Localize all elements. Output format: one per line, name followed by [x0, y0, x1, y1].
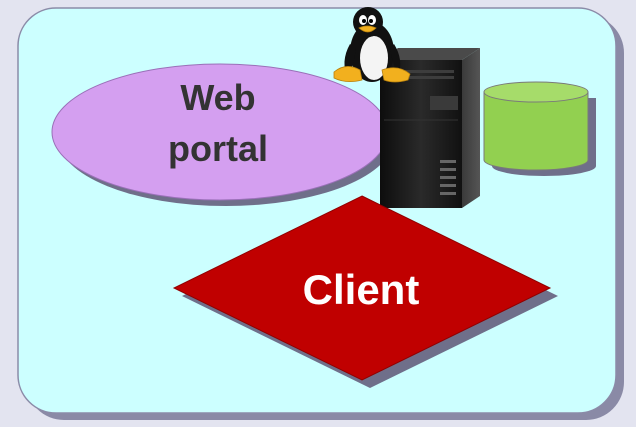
client-label: Client: [303, 266, 420, 313]
client-node: Client: [172, 195, 558, 388]
penguin-icon: [333, 7, 411, 83]
web-portal-label-line2: portal: [168, 128, 268, 169]
server-icon: [380, 48, 480, 208]
web-portal-node: Web portal: [51, 63, 394, 206]
database-icon: [483, 81, 596, 176]
web-portal-label-line1: Web: [180, 77, 255, 118]
